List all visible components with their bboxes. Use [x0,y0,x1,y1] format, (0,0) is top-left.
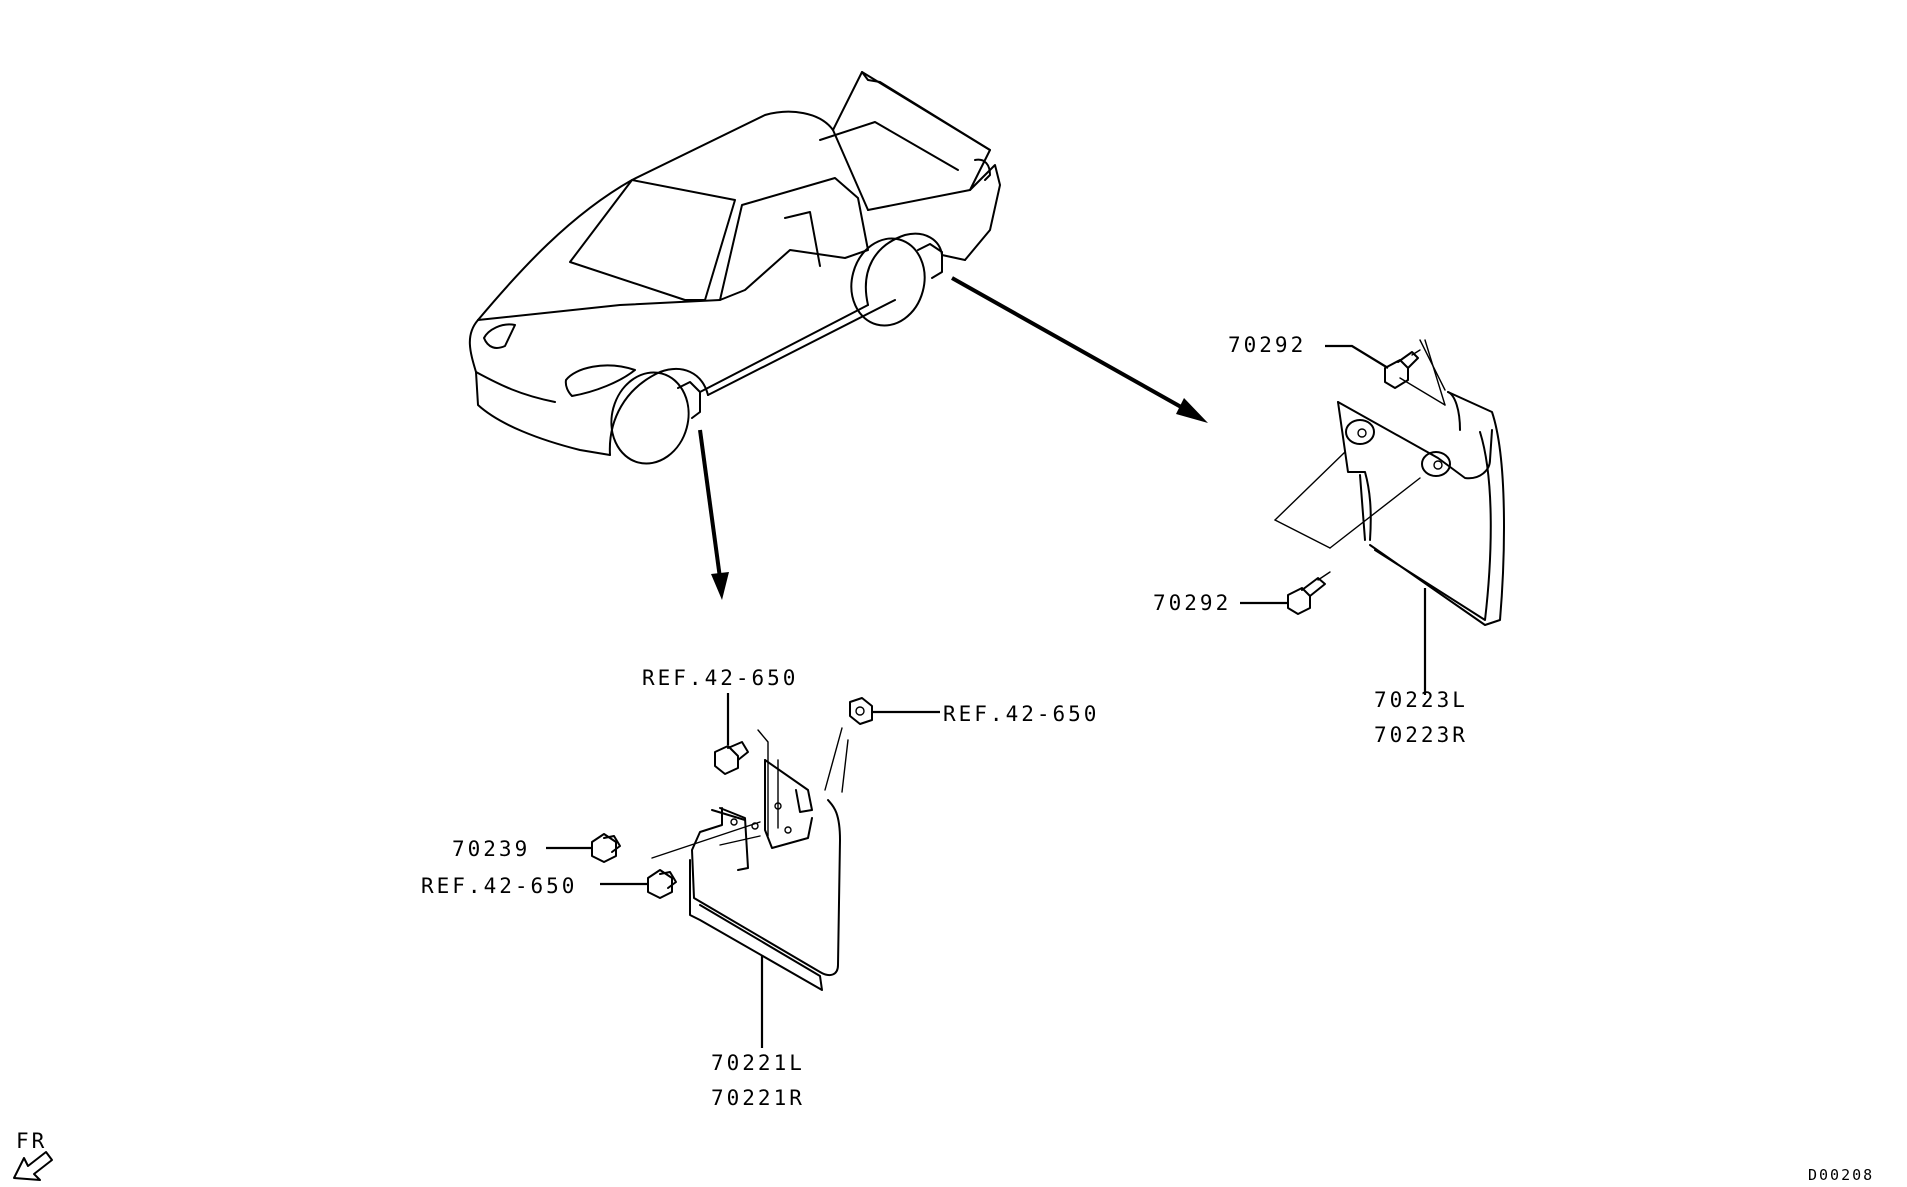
callout-rear-bolt-top: 70292 [1228,333,1306,357]
rear-location-arrow [951,276,1208,423]
direction-label: FR [16,1129,47,1153]
front-clip-70239-icon [591,833,621,863]
rear-bolt-top-icon [1384,349,1421,389]
front-clip-left-icon [647,869,677,899]
front-direction-arrow-icon [13,1151,53,1181]
callout-rear-flap-left: 70223L [1374,688,1468,712]
callout-front-ref-left: REF.42-650 [421,874,577,898]
diagram-code: D00208 [1808,1166,1874,1184]
front-nut-right-icon [849,697,873,725]
front-mud-flap-illustration [546,693,940,1048]
front-clip-top-icon [714,741,749,775]
rear-mud-flap-illustration [1240,339,1505,695]
front-direction-indicator: FR [13,1129,53,1181]
callout-front-ref-right: REF.42-650 [943,702,1099,726]
callout-front-flap-right: 70221R [711,1086,805,1110]
pickup-truck-illustration [468,71,1001,465]
rear-bolt-bottom-icon [1287,571,1331,615]
callout-front-clip: 70239 [452,837,530,861]
front-location-arrow [698,429,729,600]
callout-front-ref-top: REF.42-650 [642,666,798,690]
callout-rear-flap-right: 70223R [1374,723,1468,747]
callout-front-flap-left: 70221L [711,1051,805,1075]
callout-rear-bolt-bottom: 70292 [1153,591,1231,615]
